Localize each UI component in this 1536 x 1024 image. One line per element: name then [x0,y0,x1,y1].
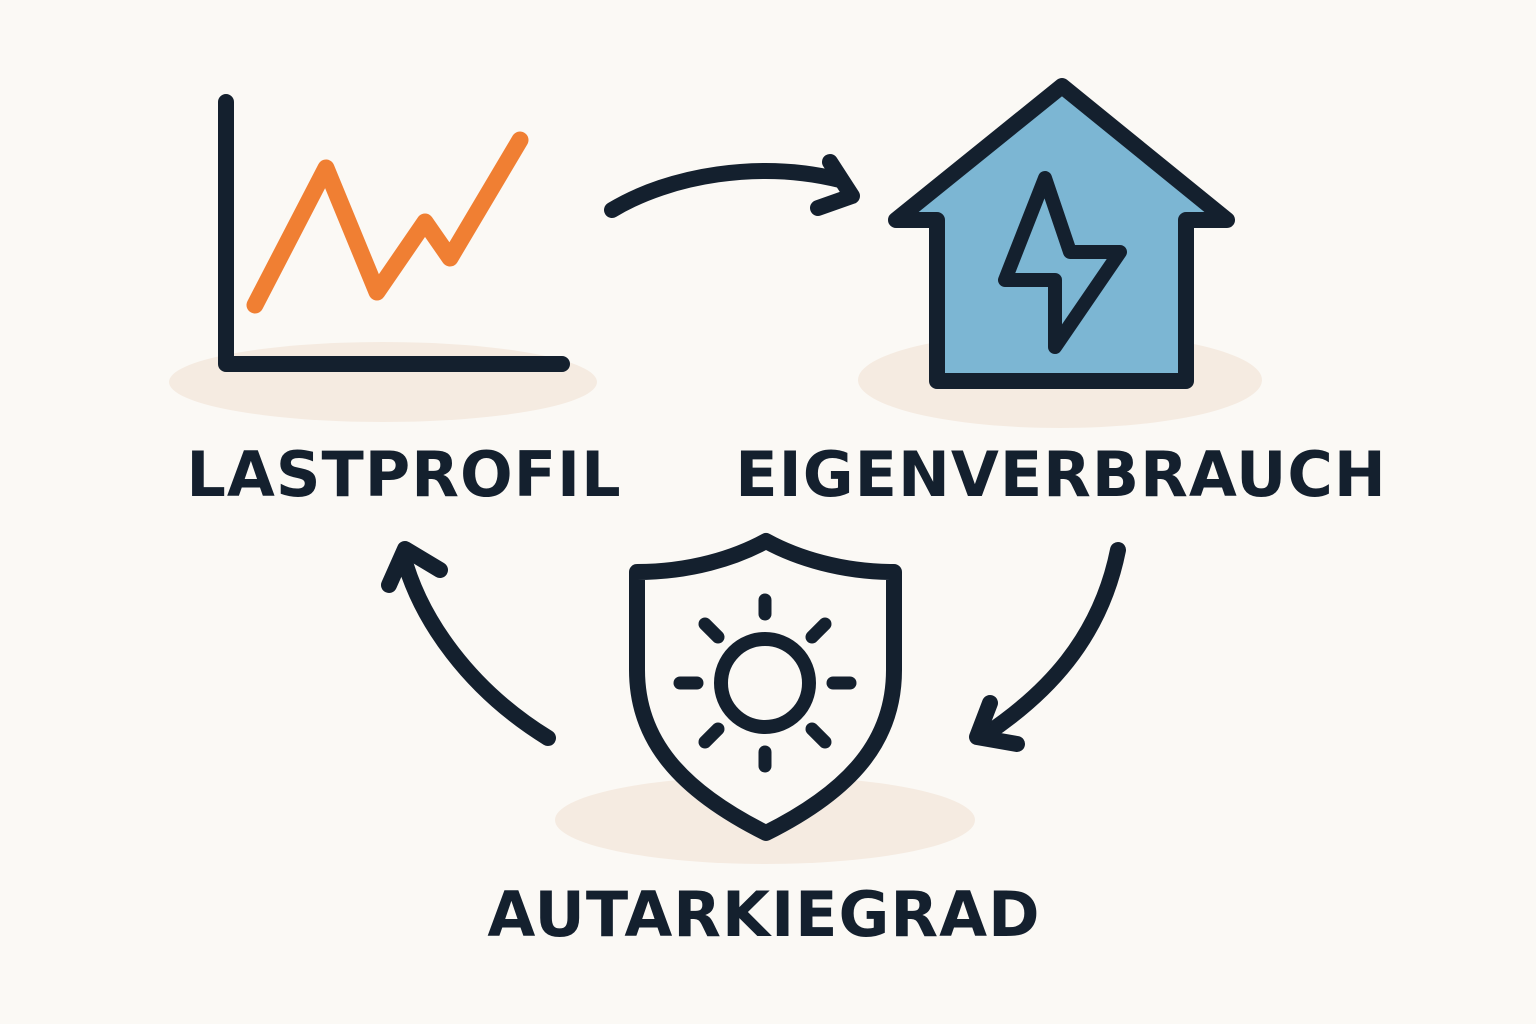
arrow-curve [977,542,1126,743]
line-chart-icon [218,94,570,372]
arrow-curve [604,163,848,218]
arrow-autarkiegrad-to-lastprofil [381,541,556,746]
house-lightning-icon [888,78,1235,389]
arrow-lastprofil-to-eigenverbrauch [604,154,860,218]
shield-sun-icon [629,533,902,841]
arrowhead [381,541,448,593]
sun-rays [673,593,857,773]
sun-icon [673,593,857,773]
label-autarkiegrad: AUTARKIEGRAD [487,878,1041,951]
arrow-eigenverbrauch-to-autarkiegrad [969,542,1126,752]
arrowhead [969,695,1025,752]
lightning-bolt-icon [998,171,1127,354]
label-eigenverbrauch: EIGENVERBRAUCH [735,438,1387,511]
shield-outline [629,533,902,841]
label-lastprofil: LASTPROFIL [186,438,622,511]
arrow-curve [395,547,556,746]
chart-load-line [246,131,529,314]
arrowhead [810,154,860,216]
sun-core [714,632,816,734]
chart-axes [218,94,570,372]
